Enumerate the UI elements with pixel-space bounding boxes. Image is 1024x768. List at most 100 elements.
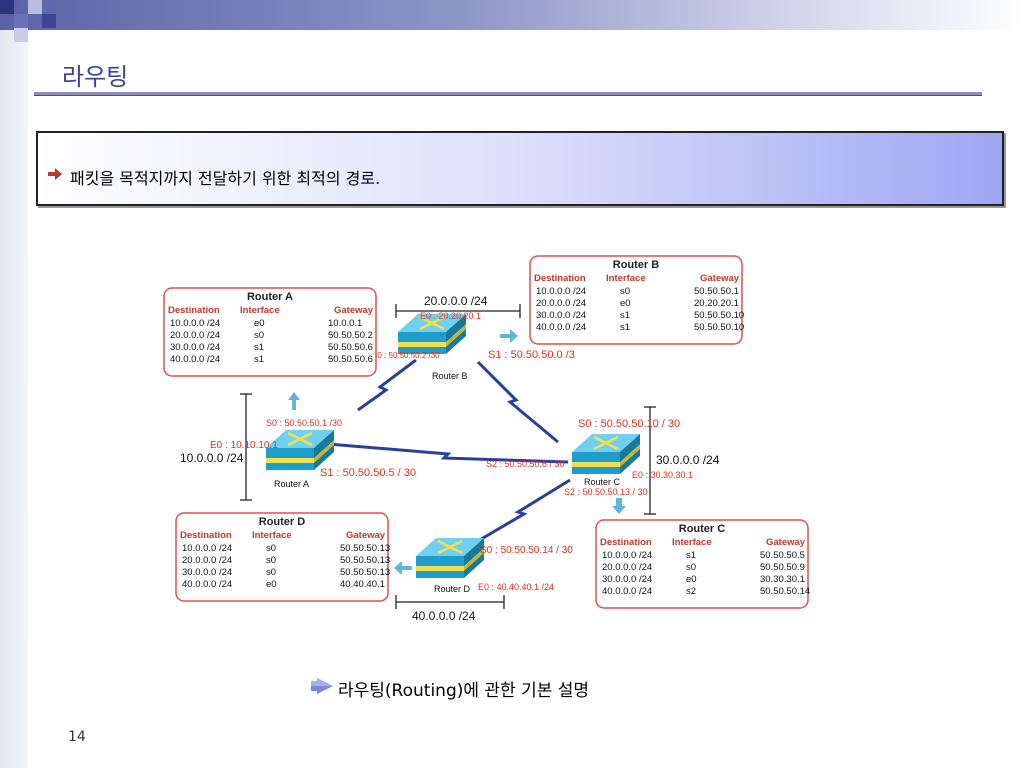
routing-table-cell: s0	[686, 562, 696, 573]
routing-table-router-b: Router B Destination Interface Gateway 10.0.…	[529, 255, 744, 345]
page-number: 14	[68, 729, 86, 745]
router-d-icon	[416, 538, 484, 578]
routing-table-cell: 20.0.0.0 /24	[170, 330, 220, 341]
arrow-up-icon	[288, 392, 300, 410]
iface-a-e0: E0 : 10.10.10.1	[210, 440, 278, 451]
routing-table-cell: s0	[620, 286, 630, 297]
diagram-caption: 라우팅(Routing)에 관한 기본 설명	[338, 681, 590, 701]
arrow-left-icon	[394, 561, 412, 575]
routing-table-cell: 50.50.50.14	[760, 586, 810, 597]
routing-table-header: Gateway	[346, 530, 386, 541]
routing-table-cell: e0	[254, 318, 265, 329]
routing-table-cell: 30.0.0.0 /24	[602, 574, 652, 585]
routing-table-cell: 40.0.0.0 /24	[170, 354, 220, 365]
link-a-b	[357, 358, 417, 412]
routing-table-cell: 20.20.20.1	[694, 298, 739, 309]
iface-d-s0: S0 : 50.50.50.14 / 30	[480, 545, 573, 556]
callout-box	[36, 131, 1004, 206]
routing-table-cell: 50.50.50.2	[328, 330, 373, 341]
routing-table-cell: 10.0.0.0 /24	[182, 543, 232, 554]
router-a-label: Router A	[274, 479, 309, 489]
routing-table-cell: 10.0.0.0 /24	[602, 550, 652, 561]
routing-table-cell: 50.50.50.13	[340, 567, 390, 578]
routing-table-cell: 40.0.0.0 /24	[182, 579, 232, 590]
routing-table-header: Interface	[672, 537, 712, 548]
routing-table-cell: 10.0.0.0 /24	[170, 318, 220, 329]
routing-table-cell: 50.50.50.10	[694, 310, 744, 321]
routing-table-cell: 50.50.50.1	[694, 286, 739, 297]
router-d-label: Router D	[434, 584, 471, 594]
routing-table-cell: s1	[620, 310, 630, 321]
routing-table-cell: 50.50.50.13	[340, 555, 390, 566]
routing-table-cell: s1	[254, 342, 264, 353]
routing-table-header: Interface	[606, 273, 646, 284]
routing-table-cell: 50.50.50.6	[328, 354, 373, 365]
slide-title: 라우팅	[62, 63, 129, 91]
routing-table-cell: 20.0.0.0 /24	[182, 555, 232, 566]
routing-table-title: Router B	[613, 259, 660, 271]
iface-b-s1: S1 : 50.50.50.0 /3	[488, 349, 575, 361]
routing-table-header: Gateway	[700, 273, 740, 284]
routing-table-cell: 40.0.0.0 /24	[536, 322, 586, 333]
router-b-label: Router B	[432, 371, 468, 381]
routing-table-cell: s0	[254, 330, 264, 341]
router-c-label: Router C	[584, 477, 621, 487]
routing-diagram: 20.0.0.0 /24 10.0.0.0 /24 30.0.0.0 /24 4…	[148, 222, 829, 625]
decor-square	[42, 14, 56, 28]
routing-table-cell: 20.0.0.0 /24	[602, 562, 652, 573]
routing-table-cell: 40.40.40.1	[340, 579, 385, 590]
routing-table-cell: s1	[620, 322, 630, 333]
left-decor-band	[0, 0, 28, 768]
iface-d-e0: E0 : 40.40.40.1 /24	[478, 582, 554, 592]
router-a-icon	[266, 430, 334, 470]
routing-table-cell: 30.0.0.0 /24	[170, 342, 220, 353]
caption-arrow-icon	[311, 678, 333, 694]
network-b-bracket	[395, 304, 521, 318]
callout-text: 패킷을 목적지까지 전달하기 위한 최적의 경로.	[70, 169, 381, 188]
routing-table-header: Destination	[600, 537, 652, 548]
iface-a-s1: S1 : 50.50.50.5 / 30	[320, 467, 416, 479]
routing-table-cell: 50.50.50.6	[328, 342, 373, 353]
iface-a-s0: S0 : 50.50.50.1 /30	[266, 418, 342, 428]
routing-table-cell: e0	[686, 574, 697, 585]
iface-c-s0: S0 : 50.50.50.10 / 30	[578, 418, 680, 430]
iface-b-s0: S0 : 50.50.50.2 /30	[372, 351, 440, 360]
top-decor-band	[0, 0, 1024, 30]
iface-c-s2: S2 : 50.50.50.13 / 30	[564, 487, 648, 497]
routing-table-cell: s0	[266, 543, 276, 554]
routing-table-cell: 20.0.0.0 /24	[536, 298, 586, 309]
routing-table-cell: s1	[254, 354, 264, 365]
router-c-icon	[572, 434, 640, 474]
routing-table-cell: 40.0.0.0 /24	[602, 586, 652, 597]
routing-table-header: Destination	[534, 273, 586, 284]
routing-table-header: Destination	[180, 530, 232, 541]
decor-square	[28, 0, 42, 14]
routing-table-cell: 30.30.30.1	[760, 574, 805, 585]
network-c-bracket	[644, 406, 656, 515]
arrow-bullet-icon	[48, 168, 62, 180]
routing-table-cell: 50.50.50.13	[340, 543, 390, 554]
routing-table-frame	[175, 512, 389, 602]
iface-c-s2-left: S2 : 50.50.50.6 / 30	[486, 459, 565, 469]
decor-square	[14, 28, 28, 42]
decor-square	[14, 14, 28, 28]
routing-table-cell: 10.0.0.0 /24	[536, 286, 586, 297]
title-underline	[34, 92, 982, 96]
routing-table-frame	[595, 519, 809, 609]
network-c-label: 30.0.0.0 /24	[656, 453, 720, 467]
routing-table-header: Interface	[240, 305, 280, 316]
routing-table-cell: s0	[266, 567, 276, 578]
routing-table-cell: 30.0.0.0 /24	[536, 310, 586, 321]
link-c-d	[465, 478, 571, 550]
iface-c-e0: E0 : 30.30.30.1	[632, 470, 693, 480]
iface-b-e0: E0 : 20.20.20.1	[420, 311, 481, 321]
routing-table-cell: s0	[266, 555, 276, 566]
routing-table-header: Interface	[252, 530, 292, 541]
decor-square	[0, 0, 14, 14]
routing-table-cell: e0	[620, 298, 631, 309]
routing-table-cell: e0	[266, 579, 277, 590]
arrow-down-icon	[612, 498, 626, 514]
network-a-label: 10.0.0.0 /24	[180, 451, 244, 465]
